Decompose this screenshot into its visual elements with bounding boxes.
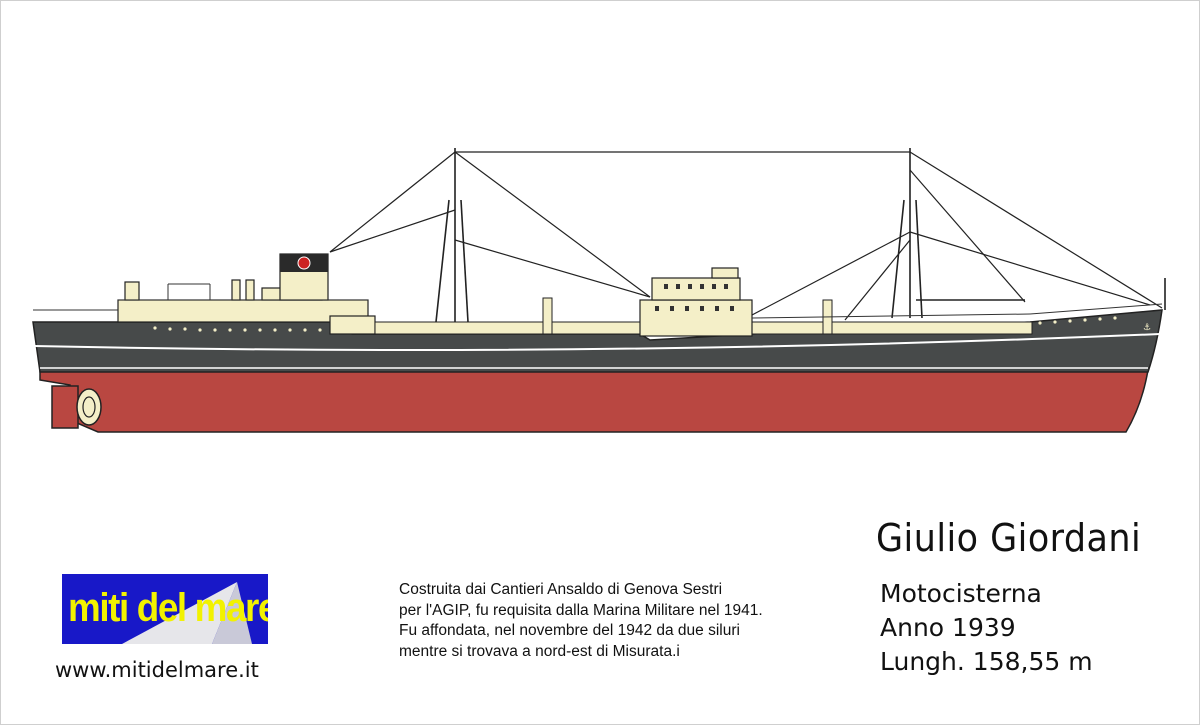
description-line: per l'AGIP, fu requisita dalla Marina Mi… [399, 601, 763, 619]
description-line: mentre si trovava a nord-est di Misurata… [399, 642, 680, 660]
description-line: Costruita dai Cantieri Ansaldo di Genova… [399, 581, 723, 598]
logo-text: miti del mare [68, 586, 268, 630]
portholes [153, 316, 1117, 332]
ship-length: Lungh. 158,55 m [880, 647, 1093, 676]
funnel [279, 253, 329, 301]
propeller [76, 388, 102, 426]
svg-text:⚓: ⚓ [1143, 323, 1151, 333]
ship-type: Motocisterna [880, 579, 1042, 608]
bridge-superstructure [639, 267, 753, 337]
rigging [329, 151, 1163, 321]
logo-sail-shape [122, 582, 252, 644]
bridge-windows [655, 284, 734, 311]
ship-year: Anno 1939 [880, 613, 1016, 642]
ship-name: Giulio Giordani [876, 516, 1142, 560]
masts [435, 148, 1166, 323]
miti-del-mare-logo: miti del mare [62, 574, 268, 644]
hull-red [39, 369, 1149, 433]
rudder [51, 385, 79, 429]
ship-description: Costruita dai Cantieri Ansaldo di Genova… [399, 580, 763, 662]
deck-catwalk [374, 321, 1033, 335]
description-line: Fu affondata, nel novembre del 1942 da d… [399, 622, 740, 639]
website-url: www.mitidelmare.it [55, 658, 259, 682]
